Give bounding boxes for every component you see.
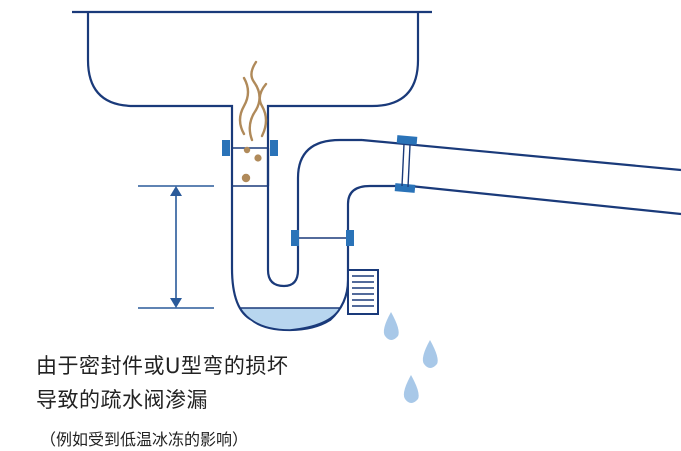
fitting-left-tailpiece bbox=[222, 140, 230, 156]
sink-basin bbox=[72, 10, 432, 186]
fitting-u-left bbox=[291, 230, 299, 246]
water-drop-icon bbox=[422, 340, 438, 368]
water-drop-icon bbox=[403, 375, 419, 403]
trap-water bbox=[238, 307, 342, 331]
drain-pipe-top bbox=[361, 138, 681, 172]
caption-line-3: （例如受到低温冰冻的影响） bbox=[40, 430, 249, 449]
tailpiece-inner bbox=[266, 138, 362, 288]
seal-depth-dimension bbox=[138, 185, 214, 309]
water-drop-icon bbox=[383, 312, 399, 340]
fitting-right-tailpiece bbox=[270, 140, 278, 156]
odor-wisps-icon bbox=[238, 60, 268, 183]
tailpiece-outer bbox=[230, 186, 253, 321]
caption-line-2: 导致的疏水阀渗漏 bbox=[36, 388, 208, 412]
fitting-drain-top bbox=[396, 135, 418, 145]
fitting-drain-bottom bbox=[394, 183, 416, 193]
drain-joint-line-b bbox=[407, 144, 411, 188]
fitting-u-right bbox=[346, 230, 354, 246]
cleanout-plug bbox=[347, 269, 379, 315]
caption-line-1: 由于密封件或U型弯的损坏 bbox=[36, 354, 289, 378]
drain-pipe-bottom bbox=[409, 184, 681, 216]
drain-joint-line-a bbox=[401, 143, 405, 187]
